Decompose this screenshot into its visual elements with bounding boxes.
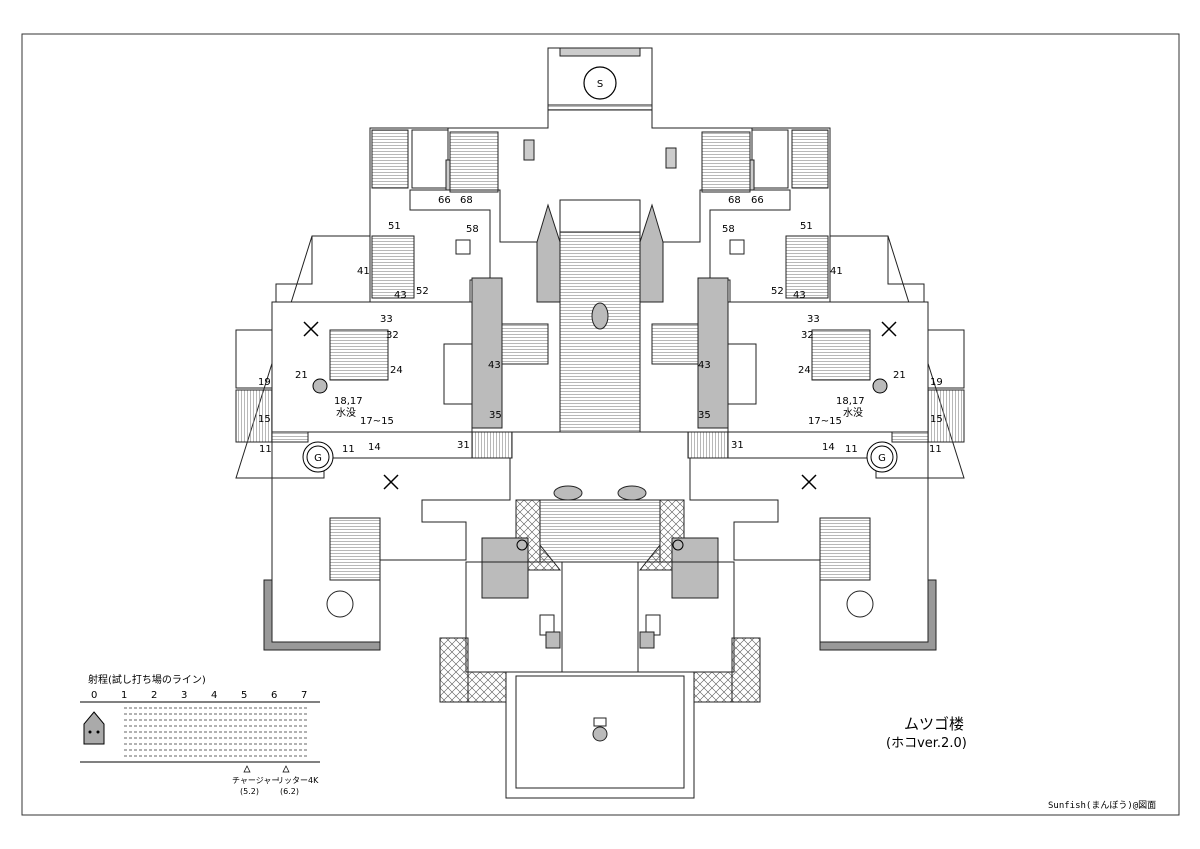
height-label: 19 — [258, 377, 271, 388]
map-outline — [235, 47, 965, 799]
range-marker-charger: チャージャー (5.2) — [232, 765, 279, 796]
height-label: 68 — [728, 195, 741, 206]
range-tick: 4 — [211, 690, 217, 701]
range-tick: 3 — [181, 690, 187, 701]
range-tick: 6 — [271, 690, 277, 701]
height-labels: 66 68 68 66 58 58 51 51 41 41 43 43 52 5… — [258, 195, 943, 455]
page-border — [21, 33, 1180, 816]
height-label: 51 — [388, 221, 401, 232]
height-label: 24 — [390, 365, 403, 376]
goal-marker-left: G — [302, 441, 334, 473]
range-legend: 射程(試し打ち場のライン) 0 1 2 3 4 5 6 7 — [80, 673, 320, 796]
pillar-left — [312, 378, 328, 394]
height-label: 43 — [698, 360, 711, 371]
goal-label: G — [878, 453, 886, 464]
height-label: 15 — [258, 414, 271, 425]
stage-subtitle: (ホコver.2.0) — [886, 736, 967, 751]
height-label: 31 — [731, 440, 744, 451]
goal-label: G — [314, 453, 322, 464]
height-label: 58 — [722, 224, 735, 235]
height-label: 66 — [438, 195, 451, 206]
height-label: 33 — [380, 314, 393, 325]
height-label: 11 — [342, 444, 355, 455]
height-label: 31 — [457, 440, 470, 451]
height-label: 14 — [368, 442, 381, 453]
height-label: 11 — [845, 444, 858, 455]
height-label: 21 — [295, 370, 308, 381]
player-icon — [83, 711, 105, 745]
credit: Sunfish(まんぼう)@図面 — [1048, 800, 1156, 811]
range-scale: 0 1 2 3 4 5 6 7 — [91, 690, 307, 701]
height-label: 32 — [801, 330, 814, 341]
height-label: 52 — [416, 286, 429, 297]
height-label: 水没 — [336, 407, 356, 419]
height-label: 18,17 — [836, 396, 865, 407]
height-label: 11 — [929, 444, 942, 455]
pillar-center-right — [672, 539, 684, 551]
height-label: 58 — [466, 224, 479, 235]
range-tick: 2 — [151, 690, 157, 701]
height-label: 52 — [771, 286, 784, 297]
spawn-label: S — [597, 79, 603, 90]
height-label: 33 — [807, 314, 820, 325]
range-legend-title: 射程(試し打ち場のライン) — [88, 673, 206, 686]
height-label: 35 — [489, 410, 502, 421]
range-tick: 0 — [91, 690, 97, 701]
height-label: 17~15 — [808, 416, 842, 427]
x-marks — [303, 321, 897, 490]
height-label: 32 — [386, 330, 399, 341]
height-label: 68 — [460, 195, 473, 206]
range-marker-value: (5.2) — [240, 787, 259, 796]
range-tick: 7 — [301, 690, 307, 701]
height-label: 24 — [798, 365, 811, 376]
height-label: 41 — [830, 266, 843, 277]
height-label: 21 — [893, 370, 906, 381]
pillar-center-left — [516, 539, 528, 551]
height-label: 15 — [930, 414, 943, 425]
height-label: 水没 — [843, 407, 863, 419]
range-marker-name: チャージャー — [232, 776, 279, 785]
height-label: 17~15 — [360, 416, 394, 427]
range-marker-name: リッター4K — [276, 776, 319, 785]
height-label: 51 — [800, 221, 813, 232]
height-label: 19 — [930, 377, 943, 388]
stage-title: ムツゴ楼 — [904, 715, 964, 733]
range-marker-value: (6.2) — [280, 787, 299, 796]
height-label: 18,17 — [334, 396, 363, 407]
height-label: 66 — [751, 195, 764, 206]
height-label: 11 — [259, 444, 272, 455]
height-label: 43 — [793, 290, 806, 301]
height-label: 43 — [488, 360, 501, 371]
height-label: 41 — [357, 266, 370, 277]
range-tick: 5 — [241, 690, 247, 701]
height-label: 43 — [394, 290, 407, 301]
goal-marker-right: G — [866, 441, 898, 473]
range-tick: 1 — [121, 690, 127, 701]
pillar-right — [872, 378, 888, 394]
range-marker-liter: リッター4K (6.2) — [276, 765, 319, 796]
height-label: 35 — [698, 410, 711, 421]
spawn-marker: S — [583, 66, 617, 100]
height-label: 14 — [822, 442, 835, 453]
